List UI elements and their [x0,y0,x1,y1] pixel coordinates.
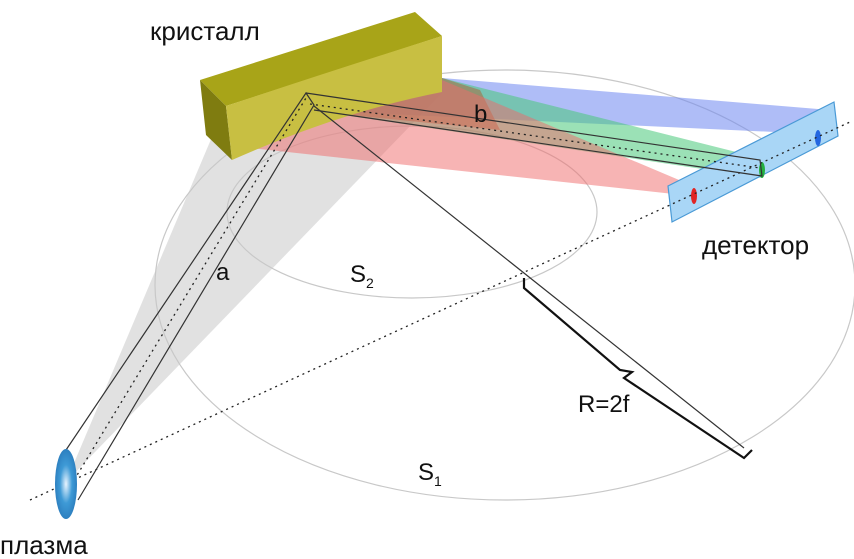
incident-ray-path [65,91,315,501]
red-ray-fan [232,80,698,196]
reflected-ray-center [309,103,761,169]
crystal-label: кристалл [150,16,260,46]
s2-label-main: S [350,261,366,288]
segment-b-label: b [474,101,487,128]
plasma-source [55,449,77,519]
crystal-front-face [200,80,232,160]
incident-ray-center [67,97,307,491]
crystal-top-face [200,12,442,106]
s1-label: S1 [418,459,442,489]
plasma-label: плазма [0,530,88,559]
detector [667,101,839,223]
radius-label: R=2f [578,391,630,418]
s2-label-sub: 2 [366,275,374,291]
crystal [200,12,442,160]
s2-label: S2 [350,261,374,291]
incident-beam-fan [66,93,442,482]
radius-line [313,105,745,449]
segment-a-label: a [216,259,230,286]
blue-spectral-line [815,130,821,146]
reflected-ray-path [305,92,763,177]
red-spectral-line [691,188,697,204]
detector-label: детектор [702,230,809,260]
s1-label-sub: 1 [434,473,442,489]
dispersion-axis [29,121,851,501]
s1-label-main: S [418,459,434,486]
radius-bracket [522,278,753,460]
crystal-curved-face [226,36,442,160]
